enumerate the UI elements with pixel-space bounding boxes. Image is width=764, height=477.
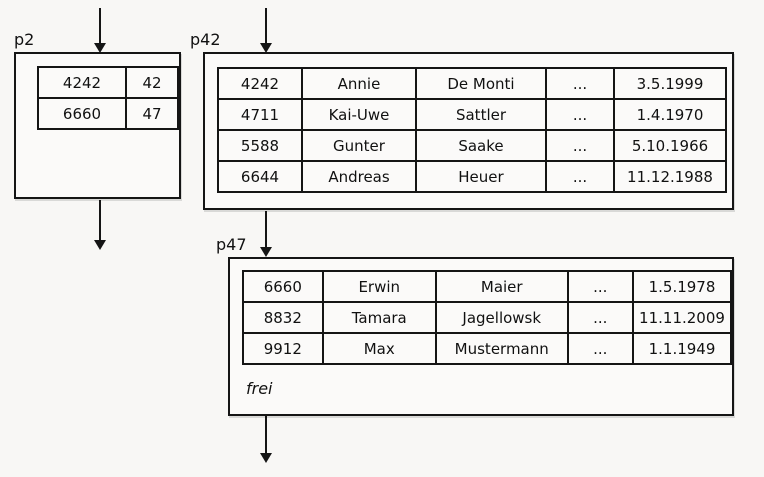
table-cell: 1.4.1970 [613,98,727,131]
data-table-p42: 4242 Annie De Monti ... 3.5.1999 4711 Ka… [217,67,727,193]
page-label-p2: p2 [14,30,35,49]
page-box-p42: 4242 Annie De Monti ... 3.5.1999 4711 Ka… [203,52,734,210]
table-row: 5588 Gunter Saake ... 5.10.1966 [217,129,727,162]
arrow-head-icon [94,43,106,53]
arrow-shaft [265,211,267,247]
table-cell: Saake [415,129,547,162]
arrow-head-icon [260,453,272,463]
table-cell: 5.10.1966 [613,129,727,162]
arrow-head-icon [94,240,106,250]
table-row: 9912 Max Mustermann ... 1.1.1949 [242,332,733,365]
table-row: 4242 42 [37,66,179,99]
arrow-head-icon [260,43,272,53]
arrow-shaft [265,8,267,43]
table-cell: 4711 [217,98,303,131]
arrow-p42-to-p47 [260,211,272,257]
arrow-shaft [265,416,267,453]
arrow-into-p42 [260,8,272,53]
table-cell: 1.1.1949 [631,332,733,365]
page-label-p47: p47 [216,235,247,254]
arrow-shaft [99,8,101,43]
arrow-shaft [99,200,101,240]
table-cell: ... [566,270,634,303]
table-cell: Tamara [321,301,437,334]
page-box-p47: 6660 Erwin Maier ... 1.5.1978 8832 Tamar… [228,257,734,416]
table-cell: Andreas [301,160,417,193]
free-space-label: frei [246,379,273,398]
table-cell: 6660 [37,97,127,130]
table-cell: ... [545,129,615,162]
table-cell: 1.5.1978 [631,270,733,303]
table-cell: ... [566,332,634,365]
table-row: 4242 Annie De Monti ... 3.5.1999 [217,67,727,100]
table-cell: 9912 [242,332,324,365]
data-table-p47: 6660 Erwin Maier ... 1.5.1978 8832 Tamar… [242,270,733,365]
page-label-p42: p42 [190,30,221,49]
table-cell: Kai-Uwe [301,98,417,131]
table-row: 6660 Erwin Maier ... 1.5.1978 [242,270,733,303]
index-table-p2: 4242 42 6660 47 [37,66,179,130]
table-cell: 4242 [217,67,303,100]
arrow-out-of-p2 [94,200,106,250]
table-row: 6660 47 [37,97,179,130]
table-cell: Mustermann [434,332,569,365]
arrow-head-icon [260,247,272,257]
table-cell: 11.12.1988 [613,160,727,193]
table-cell: Annie [301,67,417,100]
table-cell: De Monti [415,67,547,100]
table-cell: Max [321,332,437,365]
table-cell: 6660 [242,270,324,303]
table-cell: 42 [125,66,179,99]
table-cell: ... [545,67,615,100]
table-cell: Sattler [415,98,547,131]
table-cell: Maier [434,270,569,303]
table-cell: ... [566,301,634,334]
table-row: 4711 Kai-Uwe Sattler ... 1.4.1970 [217,98,727,131]
table-cell: ... [545,98,615,131]
page-box-p2: 4242 42 6660 47 [14,52,181,199]
arrow-into-p2 [94,8,106,53]
table-row: 6644 Andreas Heuer ... 11.12.1988 [217,160,727,193]
table-cell: ... [545,160,615,193]
table-cell: 3.5.1999 [613,67,727,100]
table-cell: 5588 [217,129,303,162]
table-cell: Jagellowsk [434,301,569,334]
table-cell: 47 [125,97,179,130]
table-cell: 6644 [217,160,303,193]
table-cell: Heuer [415,160,547,193]
arrow-out-of-p47 [260,416,272,463]
table-cell: 8832 [242,301,324,334]
table-cell: 11.11.2009 [631,301,733,334]
table-cell: 4242 [37,66,127,99]
table-row: 8832 Tamara Jagellowsk ... 11.11.2009 [242,301,733,334]
table-cell: Erwin [321,270,437,303]
table-cell: Gunter [301,129,417,162]
